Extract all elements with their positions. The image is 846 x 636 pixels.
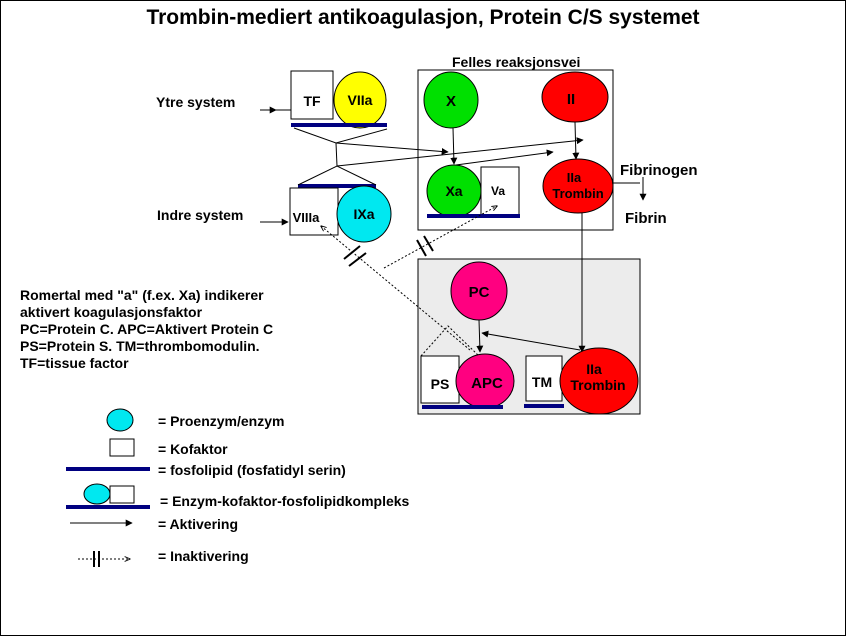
tf-label: TF <box>303 93 321 109</box>
legend-phospholipid-text: = fosfolipid (fosfatidyl serin) <box>158 462 346 478</box>
pc-label: PC <box>469 284 490 301</box>
legend-complex-icon <box>66 483 150 509</box>
ps-cofactor <box>420 355 460 404</box>
legend-cofactor-text: = Kofaktor <box>158 441 228 457</box>
va-label: Va <box>491 184 505 198</box>
legend-proenzyme-text: = Proenzym/enzym <box>158 413 285 429</box>
intrinsic-funnel <box>297 165 377 186</box>
xa-to-iia-arrow <box>455 149 554 166</box>
thrombomodulin-phospholipid <box>524 404 564 408</box>
abbreviation-notes: Romertal med "a" (f.ex. Xa) indikerer ak… <box>20 287 273 372</box>
legend-complex-text: = Enzym-kofaktor-fosfolipidkompleks <box>160 493 410 509</box>
prothrombinase-phospholipid <box>427 214 520 218</box>
viiia-label: VIIIa <box>293 210 321 225</box>
legend-phospholipid-icon <box>66 467 150 471</box>
apc-funnel <box>420 325 480 357</box>
intrinsic-phospholipid <box>298 184 376 188</box>
viiia-cofactor <box>289 187 339 236</box>
tf-cofactor <box>290 70 334 120</box>
extrinsic-phospholipid <box>291 123 387 127</box>
thrombin-tm-to-pc-arrow <box>481 330 581 351</box>
xa-label: Xa <box>445 183 462 199</box>
iia-bottom-line2: Trombin <box>570 377 625 393</box>
legend-inactivation-text: = Inaktivering <box>158 548 249 564</box>
extrinsic-to-xa-arrow <box>335 142 449 155</box>
x-to-xa-arrow <box>450 127 458 165</box>
x-label: X <box>446 93 456 110</box>
iia-top-line2: Trombin <box>552 186 603 201</box>
legend-cofactor-icon <box>109 438 135 457</box>
iia-thrombin-top <box>542 158 614 214</box>
note-line: Romertal med "a" (f.ex. Xa) indikerer <box>20 287 264 303</box>
ii-label: II <box>567 91 575 108</box>
tm-cofactor <box>525 355 563 402</box>
fibrinogen-label: Fibrinogen <box>620 162 698 179</box>
fibrin-label: Fibrin <box>625 210 667 227</box>
legend-proenzyme-icon <box>106 408 134 432</box>
tm-label: TM <box>532 374 552 390</box>
apc-label: APC <box>471 375 503 392</box>
ytre-system-label: Ytre system <box>156 94 236 110</box>
inhibit-bar-viiia <box>343 245 367 267</box>
funnel-link <box>335 142 338 167</box>
apc-phospholipid <box>422 405 503 409</box>
va-cofactor <box>480 166 520 217</box>
pc-to-apc-arrow <box>476 319 484 353</box>
inhibit-bar-va <box>416 235 434 257</box>
apc-inactivates-va <box>383 206 497 269</box>
iia-thrombin-bottom <box>559 347 639 415</box>
note-line: PC=Protein C. APC=Aktivert Protein C <box>20 321 274 337</box>
extrinsic-funnel <box>293 127 388 144</box>
legend-inactivation-arrow <box>78 551 130 567</box>
note-line: TF=tissue factor <box>20 355 129 371</box>
viia-label: VIIa <box>348 92 373 108</box>
iia-top-line1: IIa <box>567 170 582 185</box>
ps-label: PS <box>431 376 450 392</box>
x-proenzyme <box>423 71 479 129</box>
note-line: PS=Protein S. TM=thrombomodulin. <box>20 338 260 354</box>
intrinsic-to-ii-arrow <box>336 137 584 167</box>
ii-to-iia-arrow <box>572 121 580 160</box>
legend-activation-text: = Aktivering <box>158 516 239 532</box>
apc-inactivates-viiia <box>321 226 471 351</box>
iia-bottom-line1: IIa <box>586 361 602 377</box>
page-title: Trombin-mediert antikoagulasjon, Protein… <box>146 6 700 29</box>
ixa-label: IXa <box>353 206 374 222</box>
viia-enzyme <box>333 71 387 129</box>
felles-reaksjonsvei-label: Felles reaksjonsvei <box>452 54 581 70</box>
indre-system-label: Indre system <box>157 207 244 223</box>
note-line: aktivert koagulasjonsfaktor <box>20 304 203 320</box>
ixa-enzyme <box>336 185 392 243</box>
